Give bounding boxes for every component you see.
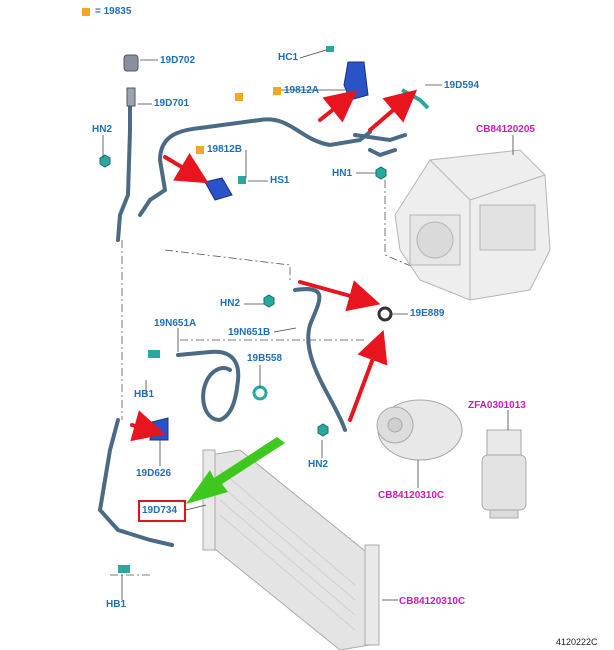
label-hn1[interactable]: HN1	[332, 168, 353, 179]
label-hb1-bottom[interactable]: HB1	[106, 599, 127, 610]
marker-19835-c	[196, 146, 204, 154]
legend-marker	[82, 8, 90, 16]
label-zfa0301013[interactable]: ZFA0301013	[468, 400, 526, 411]
label-19n651b[interactable]: 19N651B	[228, 327, 271, 338]
label-19812b[interactable]: 19812B	[207, 144, 243, 155]
highlight-19d734	[138, 500, 186, 522]
receiver-drier	[481, 429, 527, 519]
label-hn2-low[interactable]: HN2	[308, 459, 329, 470]
marker-19835-a	[235, 93, 243, 101]
guide-lines	[110, 180, 421, 576]
green-arrow	[186, 437, 285, 504]
red-arrows	[130, 89, 418, 442]
label-cb84120310c-a[interactable]: CB84120310C	[378, 490, 445, 501]
label-19d594[interactable]: 19D594	[444, 80, 480, 91]
label-cb84120205[interactable]: CB84120205	[476, 124, 535, 135]
label-hs1[interactable]: HS1	[270, 175, 290, 186]
label-hn2-mid[interactable]: HN2	[220, 298, 241, 309]
label-19b558[interactable]: 19B558	[247, 353, 283, 364]
label-19d626[interactable]: 19D626	[136, 468, 172, 479]
label-hb1-top[interactable]: HB1	[134, 389, 155, 400]
label-19d702[interactable]: 19D702	[160, 55, 196, 66]
leader-lines	[102, 49, 514, 601]
hvac-unit	[394, 149, 551, 301]
label-cb84120310c-b[interactable]: CB84120310C	[399, 596, 466, 607]
label-19n651a[interactable]: 19N651A	[154, 318, 197, 329]
condenser	[202, 449, 380, 650]
diagram-code: 4120222C	[556, 637, 598, 647]
legend-text: = 19835	[95, 6, 132, 17]
label-19d734[interactable]: 19D734	[142, 505, 178, 516]
ac-pipes	[97, 88, 407, 547]
label-hc1[interactable]: HC1	[278, 52, 299, 63]
label-19812a[interactable]: 19812A	[284, 85, 320, 96]
label-19e889[interactable]: 19E889	[410, 308, 445, 319]
label-19d701[interactable]: 19D701	[154, 98, 190, 109]
marker-19835-b	[273, 87, 281, 95]
label-hn2-top[interactable]: HN2	[92, 124, 113, 135]
compressor	[376, 399, 463, 461]
